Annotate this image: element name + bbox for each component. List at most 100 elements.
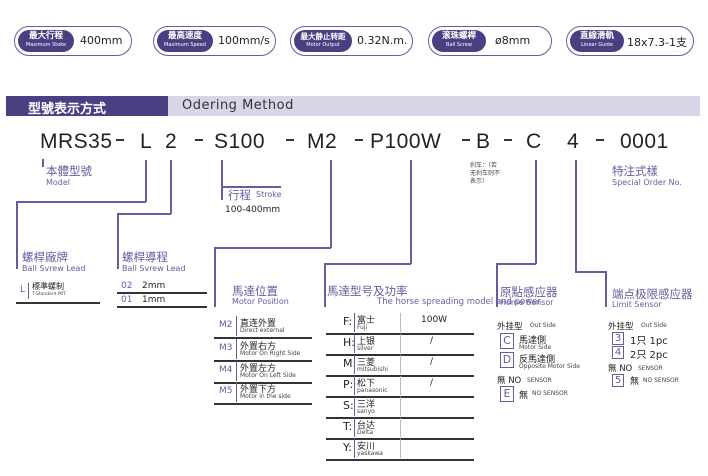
code-dash xyxy=(462,139,470,141)
connector-motor-model xyxy=(410,160,412,264)
spec-label-cn: 直線滑軌 xyxy=(579,31,614,41)
connector-home-down xyxy=(496,263,498,307)
model-title-cn: 本體型號 xyxy=(46,164,92,178)
brand-title-en: Ball Svrew Lead xyxy=(22,264,86,273)
limit-title-en: Limit Sensor xyxy=(612,300,662,309)
motor-model-row-sep xyxy=(354,355,355,374)
home-code-text: C xyxy=(503,334,511,347)
motor-pos-row-sep xyxy=(236,382,237,402)
motor-model-row-code: T: xyxy=(343,420,353,433)
code-dash xyxy=(195,139,203,141)
home-type-en: Out Side xyxy=(530,322,556,329)
motor-model-row-sep2 xyxy=(400,355,401,374)
motor-model-row-line xyxy=(326,438,474,440)
connector-limit-down xyxy=(605,271,607,307)
code-special: 0001 xyxy=(620,130,669,153)
code-stroke: S100 xyxy=(214,130,266,153)
motor-model-row-cn: 安川 xyxy=(357,442,376,452)
home-row-code: C xyxy=(500,333,514,349)
motor-model-title-en: The horse spreading model and power xyxy=(377,297,541,307)
connector-home xyxy=(535,160,537,264)
motor-pos-row-sep xyxy=(236,316,237,336)
home-type-cn: 外挂型 xyxy=(497,322,523,332)
motor-model-title-cn: 馬達型号及功率 xyxy=(327,284,408,298)
spec-label-cn: 滚珠螺桿 xyxy=(441,31,476,41)
code-dash xyxy=(596,139,604,141)
connector-motor-pos-down xyxy=(214,247,216,307)
motor-pos-row-cn: 外置左方 xyxy=(240,364,277,374)
spec-label-en: Ball Screw xyxy=(446,42,472,48)
motor-model-row-value: 100W xyxy=(421,315,448,325)
code-dash xyxy=(116,139,124,141)
home-none-en: SENSOR xyxy=(527,377,552,384)
connector-limit-h xyxy=(575,271,606,273)
home-e-cn: 無 xyxy=(519,391,529,401)
motor-pos-row-code: M5 xyxy=(219,386,233,396)
brake-note-line3: 表示） xyxy=(470,178,489,185)
code-motor-model: P100W xyxy=(370,130,442,153)
home-row-en: Opposite Motor Side xyxy=(519,363,580,370)
section-title-cn: 型號表示方式 xyxy=(28,102,107,117)
motor-pos-row-code: M3 xyxy=(219,343,233,353)
home-e-code: E xyxy=(500,386,514,402)
motor-model-row-cn: 富士 xyxy=(357,316,376,326)
motor-pos-row-code: M2 xyxy=(219,320,233,330)
brand-underline xyxy=(16,302,100,304)
lead-row-line xyxy=(117,306,207,308)
motor-model-row-sep xyxy=(354,439,355,458)
spec-label-cn: 最高速度 xyxy=(167,31,202,41)
motor-model-row-line xyxy=(326,333,474,335)
spec-label-en: Motor Output xyxy=(306,42,340,48)
limit-row-value: 1只 1pc xyxy=(630,336,668,347)
motor-model-row-code: H: xyxy=(343,336,355,349)
motor-pos-row-sep xyxy=(236,339,237,359)
home-row-code: D xyxy=(500,352,514,368)
brake-note-line2: 无刹车则不 xyxy=(470,170,501,177)
home-title-en: Home Sensor xyxy=(500,298,554,307)
motor-model-row-en: Fuji xyxy=(357,324,368,331)
limit-code-text: 3 xyxy=(614,333,622,344)
code-dash xyxy=(504,139,512,141)
motor-model-row-value: / xyxy=(430,378,434,388)
connector-stroke-h xyxy=(221,186,281,188)
motor-model-row-sep2 xyxy=(400,376,401,395)
motor-model-row-sep2 xyxy=(400,334,401,353)
section-title-en: Odering Method xyxy=(182,98,294,113)
connector-brand xyxy=(145,160,147,202)
code-limit: 4 xyxy=(567,130,580,153)
brand-name-en: T-Standard MIT xyxy=(32,292,66,297)
connector-brand-h xyxy=(16,201,146,203)
connector-lead-h xyxy=(117,213,171,215)
motor-model-row-code: M: xyxy=(343,357,357,370)
motor-pos-row-en: Motor On Left Side xyxy=(240,372,296,379)
motor-pos-row-en: Motor in the side xyxy=(240,393,291,400)
limit-e-code-text: 5 xyxy=(614,375,622,386)
motor-model-row-en: yaskawa xyxy=(357,450,383,457)
limit-none-en: SENSOR xyxy=(638,365,663,372)
connector-home-h xyxy=(496,263,536,265)
spec-label-en: Maximum Stoke xyxy=(25,42,67,48)
spec-value: 0.32N.m. xyxy=(357,34,408,47)
motor-pos-row-cn: 外置下方 xyxy=(240,385,277,395)
code-home: C xyxy=(526,130,542,153)
connector-motor-model-h xyxy=(324,263,411,265)
spec-value: ø8mm xyxy=(495,34,531,47)
motor-model-row-line xyxy=(326,375,474,377)
motor-model-row-sep xyxy=(354,397,355,416)
motor-model-row-en: Delta xyxy=(357,429,374,436)
home-title-cn: 原點感应器 xyxy=(500,285,558,299)
motor-model-row-en: sanyo xyxy=(357,408,375,415)
motor-model-row-sep2 xyxy=(400,418,401,437)
motor-pos-row-cn: 直连外置 xyxy=(240,319,277,329)
motor-model-row-sep2 xyxy=(400,313,401,332)
special-title-en: Special Order No. xyxy=(612,178,682,187)
spec-value: 400mm xyxy=(80,34,123,47)
motor-pos-row-line xyxy=(214,382,312,384)
